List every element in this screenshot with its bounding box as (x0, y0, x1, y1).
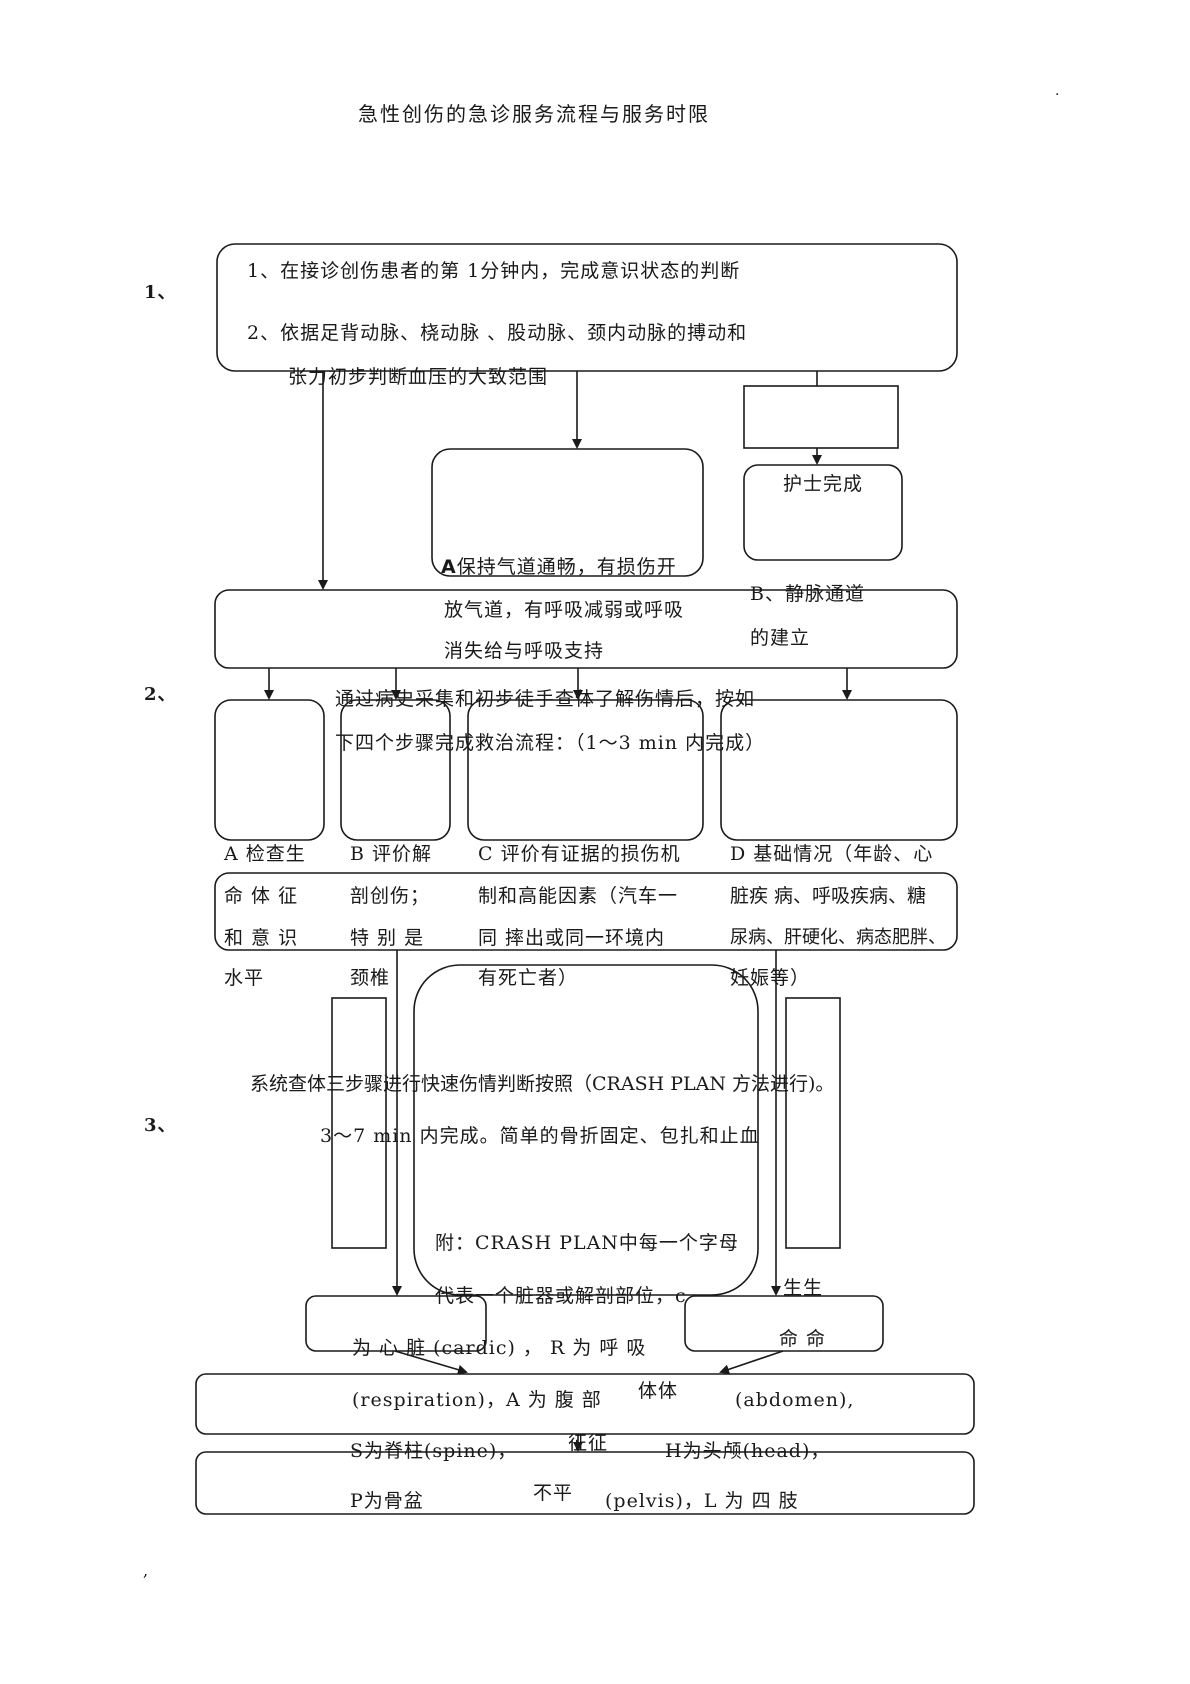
airway-line-3: 消失给与呼吸支持 (444, 640, 605, 662)
vital-line-2: 命 命 (779, 1328, 827, 1350)
airway-prefix: A (441, 556, 457, 578)
check-c-box (467, 699, 704, 841)
check-a-line-1: A 检查生 (224, 843, 306, 865)
check-b-box (340, 699, 451, 841)
nurse-done-label: 护士完成 (783, 473, 864, 495)
nurse-square-box (743, 385, 899, 449)
note-line-5: S为脊柱(spine)， (350, 1440, 518, 1462)
corner-mark: . (1055, 83, 1061, 99)
check-a-line-3: 和 意 识 (224, 927, 299, 949)
bottom-box-2 (195, 1451, 975, 1515)
note-line-6b: (pelvis)，L 为 四 肢 (605, 1490, 799, 1512)
note-line-3: 为 心 脏 (cardic) ， R 为 呼 吸 (352, 1337, 647, 1359)
note-line-2: 代表一个脏器或解剖部位，c (435, 1285, 687, 1307)
bottom-mark: , (143, 1561, 150, 1580)
lower-right-box (684, 1295, 884, 1352)
note-line-5b: H为头颅(head)， (665, 1440, 831, 1462)
iv-line-2: 的建立 (750, 627, 811, 649)
step-number-3: 3、 (144, 1115, 177, 1136)
step1-line-3: 张力初步判断血压的大致范围 (288, 366, 549, 388)
checks-wide-box (214, 872, 958, 951)
check-b-line-3: 特 别 是 (350, 927, 425, 949)
step1-line-1: 1、在接诊创伤患者的第 1分钟内，完成意识状态的判断 (247, 260, 741, 282)
arrow-lower-right-diagonal (719, 1350, 784, 1375)
step2-line-1: 通过病史采集和初步徒手查体了解伤情后，按如 (335, 688, 756, 710)
note-line-4: (respiration)，A 为 腹 部 (352, 1389, 602, 1411)
vital-line-3: 体体 (638, 1380, 679, 1402)
page-title: 急性创伤的急诊服务流程与服务时限 (358, 102, 710, 126)
step-number-2: 2、 (144, 684, 177, 705)
step1-box (216, 243, 958, 372)
vital-line-5: 不平 (533, 1482, 574, 1504)
check-a-line-2: 命 体 征 (224, 885, 299, 907)
check-b-line-2: 剖创伤； (350, 885, 431, 907)
note-line-4b: (abdomen), (735, 1389, 855, 1411)
arrow-lower-left-diagonal (394, 1350, 468, 1375)
check-d-line-2: 脏疾 病、呼吸疾病、糖 (730, 885, 927, 907)
check-d-box (720, 699, 958, 841)
nurse-done-box (743, 464, 903, 561)
step2-line-2: 下四个步骤完成救治流程：（1～3 min 内完成） (335, 732, 766, 754)
check-c-line-2: 制和高能因素（汽车一 (478, 885, 679, 907)
left-pillar-box (331, 997, 387, 1249)
airway-line-1: A保持气道通畅，有损伤开 (441, 556, 677, 578)
right-pillar-box (785, 997, 841, 1249)
step3-line-2: 3～7 min 内完成。简单的骨折固定、包扎和止血 (320, 1125, 760, 1147)
check-d-line-3: 尿病、肝硬化、病态肥胖、 (730, 927, 946, 948)
bottom-box-1 (195, 1373, 975, 1435)
airway-text: 保持气道通畅，有损伤开 (456, 556, 677, 578)
check-b-line-4: 颈椎 (350, 967, 391, 989)
check-c-line-3: 同 摔出或同一环境内 (478, 927, 666, 949)
step1-line-2: 2、依据足背动脉、桡动脉 、股动脉、颈内动脉的搏动和 (247, 322, 748, 344)
check-a-line-4: 水平 (224, 967, 265, 989)
airway-line-2: 放气道，有呼吸减弱或呼吸 (444, 599, 685, 621)
vital-line-1: 生生 (783, 1277, 824, 1299)
note-line-1: 附：CRASH PLAN中每一个字母 (435, 1232, 739, 1254)
check-d-line-4: 妊娠等） (730, 967, 811, 989)
airway-box (431, 448, 704, 577)
step2-wide-box (214, 589, 958, 669)
step3-line-1: 系统查体三步骤进行快速伤情判断按照（CRASH PLAN 方法进行)。 (250, 1073, 835, 1095)
vital-line-4: 征征 (568, 1432, 609, 1454)
iv-line-1: B、静脉通道 (750, 583, 865, 605)
note-line-6: P为骨盆 (350, 1490, 424, 1512)
check-c-line-1: C 评价有证据的损伤机 (478, 843, 681, 865)
check-b-line-1: B 评价解 (350, 843, 433, 865)
check-c-line-4: 有死亡者） (478, 967, 579, 989)
check-d-line-1: D 基础情况（年龄、心 (730, 843, 934, 865)
check-a-box (214, 699, 325, 841)
crash-plan-big-box (413, 964, 759, 1296)
step-number-1: 1、 (144, 282, 177, 303)
